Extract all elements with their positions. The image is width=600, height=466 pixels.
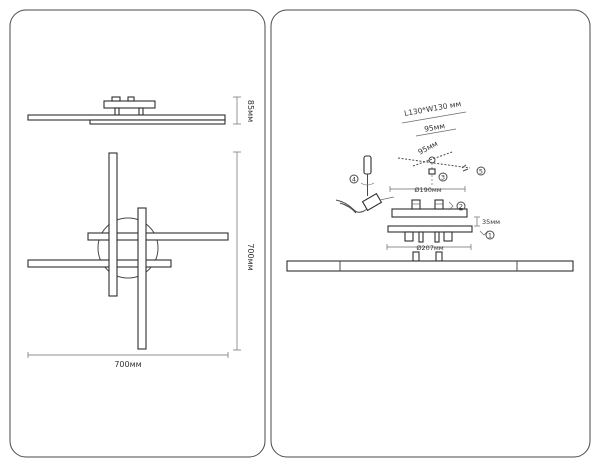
side-view-clip xyxy=(111,96,121,102)
wiring xyxy=(335,192,395,214)
lower-clip-right xyxy=(443,231,453,242)
width-label: 700мм xyxy=(246,243,255,270)
top-view-bar-vertical-left xyxy=(108,152,118,297)
screwdriver-handle xyxy=(363,155,372,175)
light-bar-outer xyxy=(286,260,574,272)
step-1-number: 1 xyxy=(488,232,492,240)
rotation-arrow xyxy=(360,182,375,186)
supply-wire-2 xyxy=(339,202,357,214)
light-bar-bracket xyxy=(412,251,420,262)
mounting-plate-bar xyxy=(397,157,471,169)
bottom-diameter-dimension: Ø207мм xyxy=(386,244,472,252)
step-2-number: 2 xyxy=(459,203,463,211)
height-dimension: 85мм xyxy=(233,96,255,125)
light-bar xyxy=(286,251,574,272)
step-4-marker xyxy=(349,174,359,184)
side-view-post xyxy=(138,107,144,116)
light-bar-bracket xyxy=(435,251,443,262)
step-5-number: 5 xyxy=(479,168,483,176)
top-view-bar-horizontal-lower xyxy=(27,259,172,268)
right-panel: L130*W130 мм 95мм 95мм 5 3 4 xyxy=(270,9,591,458)
width-dimension: 700мм xyxy=(233,151,255,351)
side-view xyxy=(27,96,226,125)
lower-post xyxy=(434,231,440,243)
top-view-bar-horizontal-upper xyxy=(87,232,229,241)
canopy-top-plate xyxy=(391,208,468,218)
lower-clip-left xyxy=(404,231,414,242)
side-view-bar-lower xyxy=(89,119,226,125)
size-underline xyxy=(401,111,467,124)
step-2-marker xyxy=(456,201,466,211)
offset-underline-1 xyxy=(415,128,457,137)
side-view-clip xyxy=(127,96,135,102)
clip-arrow xyxy=(448,201,454,211)
step-4-number: 4 xyxy=(352,176,356,184)
wall-screw xyxy=(461,164,469,172)
top-view-bar-vertical-right xyxy=(137,207,147,350)
gap-dimension: 35мм xyxy=(474,216,500,227)
canopy-clip-left xyxy=(411,199,421,210)
step-1-marker xyxy=(485,230,495,240)
step-3-number: 3 xyxy=(441,174,445,182)
screwdriver: 4 xyxy=(349,155,375,196)
step-5-marker xyxy=(476,166,486,176)
fixture-body: 2 xyxy=(387,199,473,243)
gap-label: 35мм xyxy=(482,218,500,226)
center-screw xyxy=(428,168,436,175)
offset-label-1: 95мм xyxy=(424,121,446,133)
side-view-post xyxy=(114,107,120,116)
terminal-block xyxy=(361,192,383,212)
top-view xyxy=(27,152,229,350)
step-1: 1 xyxy=(479,230,495,240)
top-view-center-ring xyxy=(97,217,159,279)
canopy-lower-plate xyxy=(387,225,473,233)
diameter-top-label: Ø190мм xyxy=(414,186,441,194)
top-diameter-dimension: Ø190мм xyxy=(389,186,466,194)
length-dimension: 700мм xyxy=(27,352,229,369)
step-3-marker xyxy=(438,172,448,182)
right-panel-frame xyxy=(270,9,591,458)
supply-wire xyxy=(335,199,381,213)
left-panel: 85мм 700мм 700мм xyxy=(9,9,266,458)
lower-post xyxy=(418,231,424,243)
connector-lead xyxy=(379,196,395,201)
mounting-plate: 5 3 xyxy=(397,151,486,185)
side-view-bar-upper xyxy=(27,114,226,121)
diameter-bottom-label: Ø207мм xyxy=(416,244,443,252)
canopy-clip-right xyxy=(434,199,444,210)
height-label: 85мм xyxy=(246,100,255,122)
side-view-canopy xyxy=(103,100,156,109)
length-label: 700мм xyxy=(114,360,141,369)
